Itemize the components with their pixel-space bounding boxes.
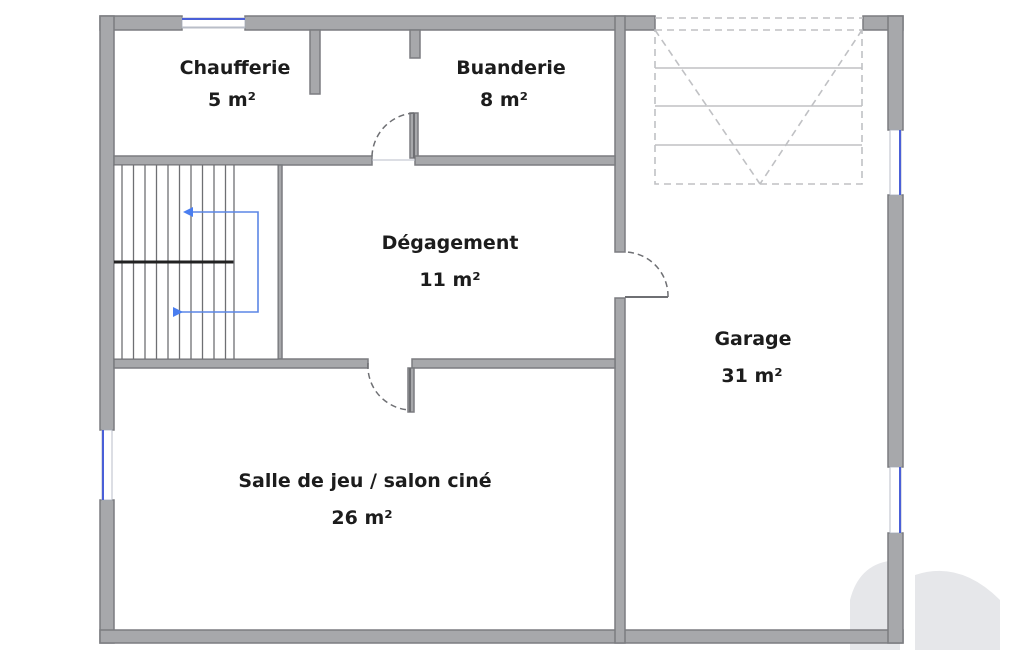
room-degagement-name: Dégagement bbox=[382, 232, 519, 254]
door-garage bbox=[624, 251, 669, 298]
wall-stair-partition bbox=[277, 164, 283, 360]
window-right-upper bbox=[889, 129, 902, 196]
wall-stub-chaufferie bbox=[309, 29, 321, 95]
wall-garage-lower bbox=[614, 297, 626, 644]
stair-arrowhead-bottom bbox=[173, 307, 183, 317]
wall-right-1 bbox=[887, 15, 904, 131]
room-buanderie-area: 8 m² bbox=[480, 89, 528, 111]
window-left bbox=[101, 429, 113, 501]
wall-left-upper bbox=[99, 15, 115, 431]
wall-salle-top-right bbox=[411, 358, 616, 369]
room-buanderie-name: Buanderie bbox=[456, 57, 566, 79]
garage-door-symbol bbox=[654, 17, 863, 185]
staircase bbox=[113, 164, 279, 360]
room-degagement-area: 11 m² bbox=[419, 269, 480, 291]
wall-salle-top-left bbox=[113, 358, 369, 369]
room-garage-name: Garage bbox=[714, 328, 791, 350]
stair-treads-lower bbox=[121, 262, 227, 359]
wall-bottom bbox=[99, 629, 904, 644]
windows bbox=[101, 17, 902, 534]
door-salle bbox=[367, 362, 411, 412]
wall-left-lower bbox=[99, 499, 115, 644]
wall-upper-horizontal-right bbox=[414, 155, 616, 166]
outer-walls bbox=[99, 15, 904, 644]
room-chaufferie-area: 5 m² bbox=[208, 89, 256, 111]
room-chaufferie-name: Chaufferie bbox=[180, 57, 291, 79]
room-salle-area: 26 m² bbox=[331, 507, 392, 529]
wall-garage-upper bbox=[614, 15, 626, 253]
stair-direction-arrow bbox=[176, 211, 259, 313]
door-buanderie bbox=[371, 112, 415, 161]
room-garage-area: 31 m² bbox=[721, 365, 782, 387]
garage-door-outline bbox=[654, 29, 863, 185]
wall-upper-horizontal-left bbox=[113, 155, 373, 166]
room-salle-name: Salle de jeu / salon ciné bbox=[238, 470, 491, 492]
doors bbox=[367, 112, 669, 412]
room-labels: Chaufferie 5 m² Buanderie 8 m² Dégagemen… bbox=[180, 57, 792, 529]
window-top bbox=[181, 17, 246, 29]
stair-arrowhead-top bbox=[183, 207, 193, 217]
wall-stub-buanderie-top bbox=[409, 29, 421, 59]
window-right-lower bbox=[889, 466, 902, 534]
wall-right-2 bbox=[887, 194, 904, 468]
wall-right-3 bbox=[887, 532, 904, 644]
wall-top-middle bbox=[244, 15, 656, 31]
